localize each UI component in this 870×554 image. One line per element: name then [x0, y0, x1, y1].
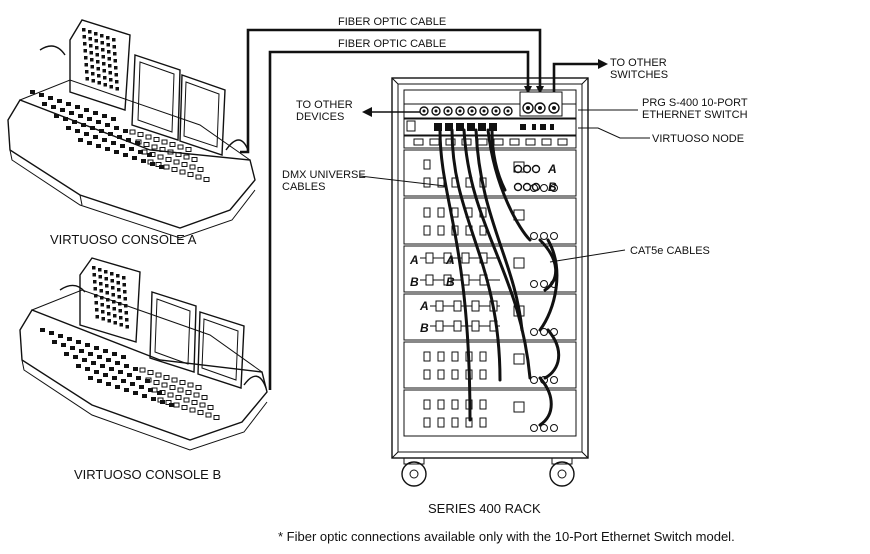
leader-lines: [359, 107, 650, 263]
fiber-label-top: FIBER OPTIC CABLE: [338, 16, 446, 28]
console-b-illustration: [19, 257, 268, 451]
fiber-label-second: FIBER OPTIC CABLE: [338, 38, 446, 50]
to-other-switches-label-2: SWITCHES: [610, 69, 668, 81]
console-a-label: VIRTUOSO CONSOLE A: [50, 232, 197, 247]
cat5e-label: CAT5e CABLES: [630, 245, 710, 257]
node-label: VIRTUOSO NODE: [652, 133, 744, 145]
to-other-devices-label-1: TO OTHER: [296, 99, 353, 111]
port-b-label: B: [548, 180, 557, 194]
module-b-label-1: B: [410, 275, 419, 289]
module-a-label-2: A: [445, 253, 455, 267]
footnote: * Fiber optic connections available only…: [278, 529, 735, 544]
dmx-label-1: DMX UNIVERSE: [282, 169, 366, 181]
port-a-label: A: [547, 162, 557, 176]
module-b-label-2: B: [446, 275, 455, 289]
dmx-label-2: CABLES: [282, 181, 325, 193]
to-other-devices-label-2: DEVICES: [296, 111, 344, 123]
rack-cables: [438, 128, 560, 427]
module-b-label-3: B: [420, 321, 429, 335]
switch-label-1: PRG S-400 10-PORT: [642, 97, 748, 109]
module-a-label-1: A: [409, 253, 419, 267]
to-other-switches-label-1: TO OTHER: [610, 57, 667, 69]
labels: FIBER OPTIC CABLE FIBER OPTIC CABLE TO O…: [50, 16, 748, 544]
console-a-illustration: [7, 19, 256, 239]
switch-label-2: ETHERNET SWITCH: [642, 109, 748, 121]
module-a-label-3: A: [419, 299, 429, 313]
console-b-label: VIRTUOSO CONSOLE B: [74, 467, 221, 482]
rack-label: SERIES 400 RACK: [428, 501, 541, 516]
